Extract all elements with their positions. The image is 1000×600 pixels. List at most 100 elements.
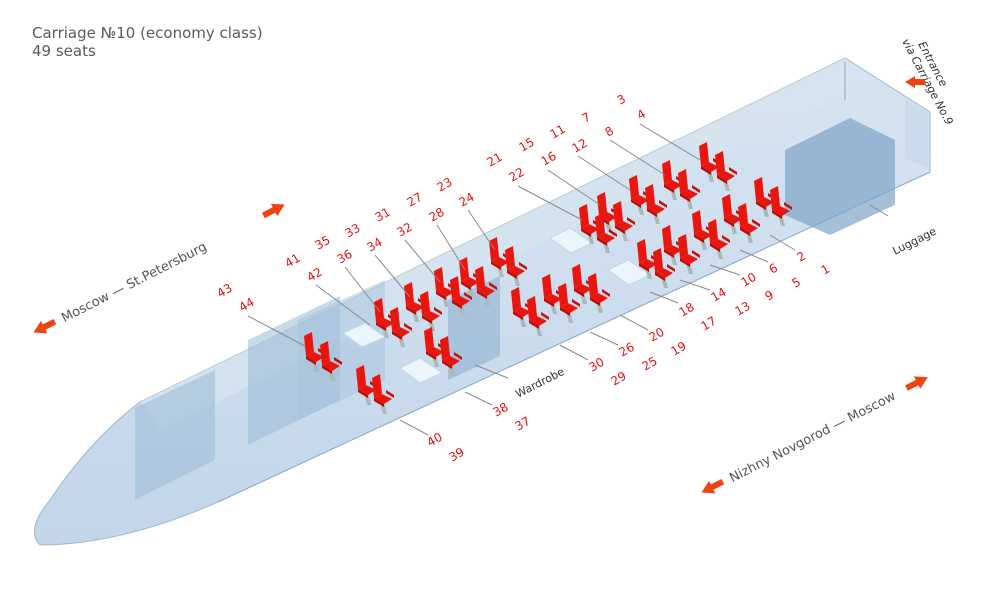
seat[interactable]	[754, 177, 776, 217]
seat-number-32: 32	[395, 220, 415, 240]
seat[interactable]	[645, 184, 667, 224]
leader-line	[639, 123, 701, 161]
seat[interactable]	[715, 151, 737, 191]
arrow-right-icon	[905, 376, 928, 391]
seat-number-22: 22	[507, 165, 527, 185]
seat[interactable]	[708, 219, 730, 259]
seat-number-1: 1	[819, 262, 833, 278]
seat-number-37: 37	[513, 414, 533, 434]
seat-number-30: 30	[587, 355, 607, 375]
seat-number-12: 12	[570, 136, 590, 156]
seat[interactable]	[320, 341, 342, 381]
seat-number-40: 40	[425, 430, 445, 450]
leader-line	[404, 239, 441, 283]
seat-number-34: 34	[365, 235, 385, 255]
entrance-door	[905, 100, 928, 168]
seat-number-17: 17	[699, 314, 719, 334]
leader-line	[649, 291, 679, 304]
carriage-header: Carriage №10 (economy class) 49 seats	[32, 24, 263, 60]
seat-number-9: 9	[763, 288, 777, 304]
leader-line	[436, 224, 466, 271]
leader-line	[399, 419, 429, 436]
seat-number-43: 43	[215, 281, 235, 301]
leader-line	[517, 185, 583, 221]
seat-number-14: 14	[709, 285, 729, 305]
seat[interactable]	[678, 234, 700, 274]
leader-line	[559, 344, 589, 361]
seat[interactable]	[662, 225, 684, 265]
seat-number-33: 33	[343, 221, 363, 241]
seat[interactable]	[440, 336, 462, 376]
seat-number-6: 6	[767, 261, 781, 277]
seat-number-15: 15	[517, 135, 537, 155]
leader-line	[619, 314, 649, 331]
seat-number-35: 35	[313, 233, 333, 253]
leader-line	[467, 209, 496, 251]
seat-number-20: 20	[647, 325, 667, 345]
carriage-floor-edge	[217, 171, 931, 503]
direction-left: Moscow — St.Petersburg	[33, 203, 285, 334]
tables	[342, 227, 652, 384]
seat[interactable]	[390, 307, 412, 347]
seat[interactable]	[595, 213, 617, 253]
seat-number-19: 19	[669, 339, 689, 359]
partition	[135, 370, 215, 500]
seat[interactable]	[420, 291, 442, 331]
seat[interactable]	[678, 169, 700, 209]
seat[interactable]	[579, 204, 601, 244]
leader-line	[315, 284, 371, 326]
seat-number-29: 29	[609, 369, 629, 389]
seat-number-4: 4	[635, 107, 649, 123]
seat-number-13: 13	[733, 299, 753, 319]
seat[interactable]	[450, 276, 472, 316]
seat[interactable]	[613, 201, 635, 241]
seat-number-18: 18	[677, 300, 697, 320]
leader-line	[547, 169, 601, 206]
arrow-right-icon	[262, 203, 285, 219]
seat-number-10: 10	[739, 270, 759, 290]
leader-line	[739, 249, 769, 263]
seat-number-26: 26	[617, 340, 637, 360]
seat-number-23: 23	[435, 175, 455, 195]
direction-left-label: Moscow — St.Petersburg	[59, 240, 209, 326]
direction-right: Nizhny Novgorod — Moscow	[701, 376, 928, 494]
seat-number-41: 41	[283, 251, 303, 271]
seat[interactable]	[505, 246, 527, 286]
seat-number-44: 44	[237, 295, 257, 315]
seat[interactable]	[770, 186, 792, 226]
seat-number-38: 38	[491, 400, 511, 420]
seat[interactable]	[527, 296, 549, 336]
seat[interactable]	[434, 267, 456, 307]
seat[interactable]	[475, 266, 497, 306]
seat[interactable]	[372, 374, 394, 414]
table	[399, 357, 444, 384]
leader-line	[344, 266, 381, 313]
seat[interactable]	[572, 264, 594, 304]
seat-count: 49 seats	[32, 42, 96, 60]
direction-right-label: Nizhny Novgorod — Moscow	[727, 389, 898, 486]
seat-number-42: 42	[305, 265, 325, 285]
leader-line	[589, 331, 619, 346]
luggage-compartment	[785, 118, 895, 235]
seat-number-2: 2	[795, 249, 809, 265]
seat[interactable]	[653, 248, 675, 288]
seat[interactable]	[304, 332, 326, 372]
leader-line	[679, 279, 711, 291]
seat-number-8: 8	[603, 124, 617, 140]
seat-number-28: 28	[427, 205, 447, 225]
leader-line	[464, 391, 493, 406]
leader-line	[709, 264, 741, 276]
seat[interactable]	[542, 274, 564, 314]
seats	[304, 142, 792, 414]
seat-number-25: 25	[640, 354, 660, 374]
seat[interactable]	[588, 273, 610, 313]
leader-line	[769, 234, 796, 251]
seat-number-21: 21	[485, 150, 505, 170]
leader-line	[474, 364, 509, 379]
leader-line	[247, 315, 306, 347]
seat-number-5: 5	[790, 275, 804, 291]
leader-line	[374, 254, 411, 298]
seat[interactable]	[738, 203, 760, 243]
seat[interactable]	[558, 283, 580, 323]
carriage-title: Carriage №10 (economy class)	[32, 24, 263, 42]
